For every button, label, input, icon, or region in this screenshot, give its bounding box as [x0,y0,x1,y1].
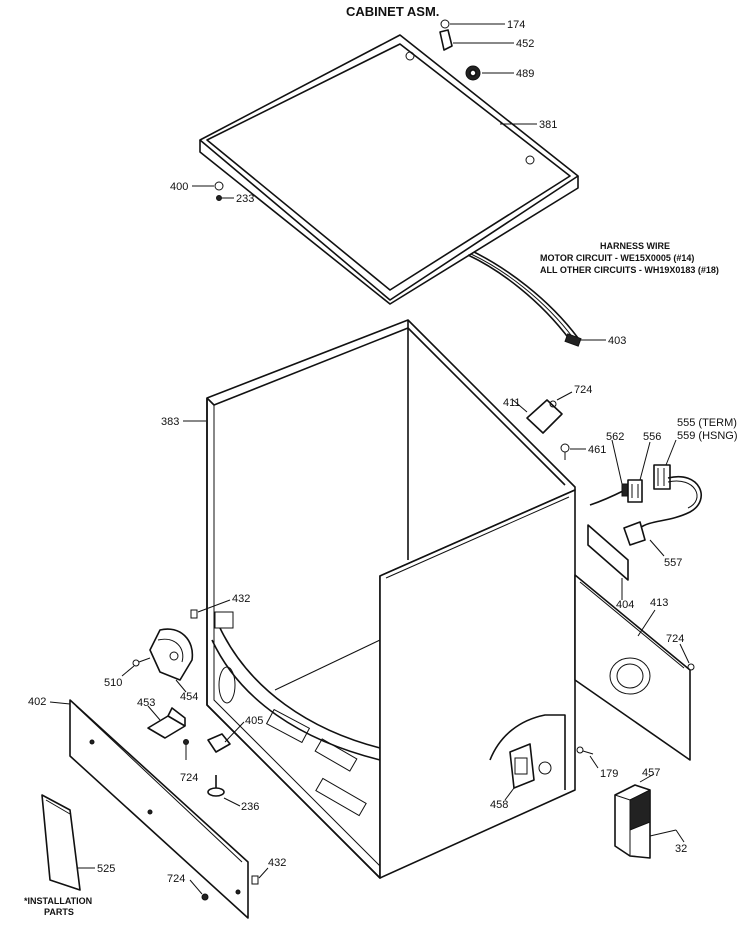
label-453: 453 [137,697,155,709]
part-559-housing [653,439,677,490]
label-559: 559 (HSNG) [677,430,738,442]
part-458-bracket [504,743,552,801]
label-179: 179 [600,768,618,780]
label-457: 457 [642,767,660,779]
label-installation: *INSTALLATION [24,896,92,906]
harness-heading: HARNESS WIRE [600,241,670,251]
part-461 [560,443,586,460]
label-403: 403 [608,335,626,347]
part-400 [192,181,224,191]
part-510 [121,657,151,677]
part-432-bottom [251,867,269,885]
part-724-lower [183,739,189,760]
label-236: 236 [241,801,259,813]
part-454-bracket [149,628,194,693]
label-724-lower: 724 [180,772,198,784]
part-724-bottom [189,879,209,901]
part-402-toe-panel [49,699,249,919]
label-400: 400 [170,181,188,193]
label-432-bottom: 432 [268,857,286,869]
top-cover-381 [199,34,579,305]
part-404-bracket [587,524,629,600]
label-510: 510 [104,677,122,689]
part-179 [576,746,599,769]
label-402: 402 [28,696,46,708]
part-556 [627,441,651,503]
label-724-top: 724 [574,384,592,396]
label-432-left: 432 [232,593,250,605]
label-404: 404 [616,599,634,611]
part-236-leg [207,775,241,807]
part-405-clip [207,721,245,753]
part-174 [440,19,505,29]
label-233: 233 [236,193,254,205]
label-174: 174 [507,19,525,31]
part-233 [216,195,234,201]
label-parts: PARTS [44,907,74,917]
part-489 [465,65,514,81]
label-562: 562 [606,431,624,443]
label-556: 556 [643,431,661,443]
part-453-bracket [147,705,186,739]
label-525: 525 [97,863,115,875]
part-724-top [549,391,573,408]
part-411-plate [512,399,563,434]
part-432-left [190,599,231,619]
label-383: 383 [161,416,179,428]
label-452: 452 [516,38,534,50]
part-557-cord [623,475,702,557]
label-489: 489 [516,68,534,80]
harness-line1: MOTOR CIRCUIT - WE15X0005 (#14) [540,253,694,263]
part-413-panel [574,574,691,761]
part-457-block [614,773,685,859]
harness-wire-403 [467,251,606,347]
diagram-title: CABINET ASM. [346,4,439,19]
part-452 [439,29,514,51]
label-405: 405 [245,715,263,727]
label-381: 381 [539,119,557,131]
label-724-bottom: 724 [167,873,185,885]
label-458: 458 [490,799,508,811]
label-413: 413 [650,597,668,609]
label-724-right: 724 [666,633,684,645]
label-32: 32 [675,843,687,855]
part-724-right [679,643,695,671]
label-454: 454 [180,691,198,703]
part-525-install-bag [41,794,95,891]
label-461: 461 [588,444,606,456]
harness-line2: ALL OTHER CIRCUITS - WH19X0183 (#18) [540,265,719,275]
label-411: 411 [503,397,521,409]
label-555: 555 (TERM) [677,417,737,429]
label-557: 557 [664,557,682,569]
